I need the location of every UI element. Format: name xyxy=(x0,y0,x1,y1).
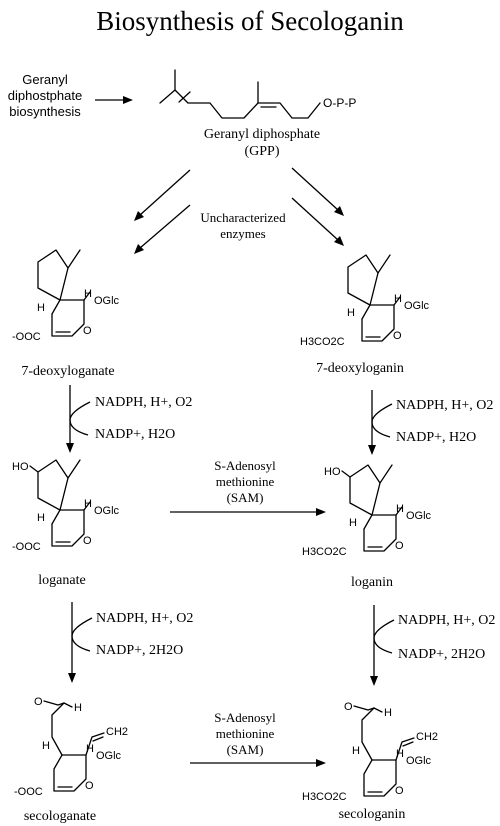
vinyl-label: CH2 xyxy=(106,726,128,738)
cofactor-out-4: NADP+, 2H2O xyxy=(398,647,485,662)
h-label: H xyxy=(37,302,45,314)
vinyl-label: CH2 xyxy=(416,731,438,743)
page-title: Biosynthesis of Secologanin xyxy=(96,6,404,36)
ring-oxygen: O xyxy=(395,540,404,552)
gpp-name: Geranyl diphosphate xyxy=(204,127,320,142)
loganin-structure: HO H H OGlc O H3CO2C xyxy=(302,464,432,558)
gpp-structure: O-P-P xyxy=(159,69,356,119)
secologanate-structure: O H CH2 H H OGlc O -OOC xyxy=(14,696,128,798)
sam-1-line-1: S-Adenosyl xyxy=(214,458,276,473)
carboxylate-label: -OOC xyxy=(14,786,43,798)
uncharacterized-line-2: enzymes xyxy=(220,226,265,241)
uncharacterized-line-1: Uncharacterized xyxy=(200,210,286,225)
h-label: H xyxy=(396,503,404,515)
carboxylate-label: -OOC xyxy=(12,331,41,343)
oglc-label: OGlc xyxy=(94,505,120,517)
sam-2-line-1: S-Adenosyl xyxy=(214,710,276,725)
oglc-label: OGlc xyxy=(406,755,432,767)
gpp-abbr: (GPP) xyxy=(244,144,279,159)
arrow-deoxyloganate-to-loganate xyxy=(66,385,91,453)
oglc-label: OGlc xyxy=(404,300,430,312)
h-label: H xyxy=(84,498,92,510)
ring-oxygen: O xyxy=(395,785,404,797)
methyl-ester-label: H3CO2C xyxy=(302,791,347,803)
cofactor-in-4: NADPH, H+, O2 xyxy=(398,613,495,628)
gpp-phosphate-group: O-P-P xyxy=(323,96,356,110)
gpp-source-line-1: Geranyl xyxy=(22,72,68,87)
cofactor-out-3: NADP+, 2H2O xyxy=(96,643,183,658)
compound-loganin: loganin xyxy=(351,575,393,590)
arrow-loganate-to-secologanate xyxy=(68,602,93,683)
oglc-label: OGlc xyxy=(94,295,120,307)
compound-loganate: loganate xyxy=(38,573,85,588)
h-label: H xyxy=(394,293,402,305)
h-label: H xyxy=(347,307,355,319)
cofactor-in-2: NADPH, H+, O2 xyxy=(396,398,493,413)
cofactor-out-1: NADP+, H2O xyxy=(95,427,175,442)
h-label: H xyxy=(396,748,404,760)
arrow-secologanate-to-secologanin xyxy=(190,759,326,767)
cofactor-in-3: NADPH, H+, O2 xyxy=(96,611,193,626)
secologanin-structure: O H CH2 H H OGlc O H3CO2C xyxy=(302,701,438,803)
aldehyde-oxygen: O xyxy=(344,701,353,713)
ring-oxygen: O xyxy=(393,330,402,342)
h-label: H xyxy=(349,517,357,529)
h-label: H xyxy=(384,707,392,719)
sam-1-line-3: (SAM) xyxy=(227,490,264,505)
oglc-label: OGlc xyxy=(406,510,432,522)
methyl-ester-label: H3CO2C xyxy=(302,546,347,558)
hydroxyl-label: HO xyxy=(12,461,29,473)
carboxylate-label: -OOC xyxy=(12,541,41,553)
deoxyloganin-structure: H H OGlc O H3CO2C xyxy=(300,254,430,348)
h-label: H xyxy=(84,288,92,300)
oglc-label: OGlc xyxy=(96,750,122,762)
ring-oxygen: O xyxy=(83,535,92,547)
loganate-structure: HO H H OGlc O -OOC xyxy=(12,459,120,553)
compound-secologanin: secologanin xyxy=(339,807,406,822)
compound-deoxyloganin: 7-deoxyloganin xyxy=(316,361,404,376)
cofactor-out-2: NADP+, H2O xyxy=(396,430,476,445)
compound-deoxyloganate: 7-deoxyloganate xyxy=(21,364,114,379)
deoxyloganate-structure: H H OGlc O -OOC xyxy=(12,249,120,343)
compound-secologanate: secologanate xyxy=(24,809,96,824)
hydroxyl-label: HO xyxy=(324,466,341,478)
arrow-deoxyloganin-to-loganin xyxy=(368,390,393,455)
arrow-gpp-to-deoxyloganin xyxy=(291,167,344,246)
gpp-source-label: Geranyl diphostphate biosynthesis xyxy=(8,72,82,119)
cofactor-in-1: NADPH, H+, O2 xyxy=(95,395,192,410)
h-label: H xyxy=(42,740,50,752)
h-label: H xyxy=(86,743,94,755)
sam-2-line-3: (SAM) xyxy=(227,742,264,757)
methyl-ester-label: H3CO2C xyxy=(300,336,345,348)
ring-oxygen: O xyxy=(83,325,92,337)
gpp-source-line-3: biosynthesis xyxy=(9,104,81,119)
ring-oxygen: O xyxy=(85,780,94,792)
arrow-loganate-to-loganin xyxy=(170,508,326,516)
sam-1-line-2: methionine xyxy=(216,474,275,489)
arrow-gpp-to-deoxyloganate xyxy=(134,169,191,254)
aldehyde-oxygen: O xyxy=(34,696,43,708)
arrow-loganin-to-secologanin xyxy=(370,605,395,686)
gpp-source-arrow xyxy=(95,96,133,104)
gpp-source-line-2: diphostphate xyxy=(8,88,82,103)
h-label: H xyxy=(74,702,82,714)
h-label: H xyxy=(352,745,360,757)
sam-2-line-2: methionine xyxy=(216,726,275,741)
h-label: H xyxy=(37,512,45,524)
